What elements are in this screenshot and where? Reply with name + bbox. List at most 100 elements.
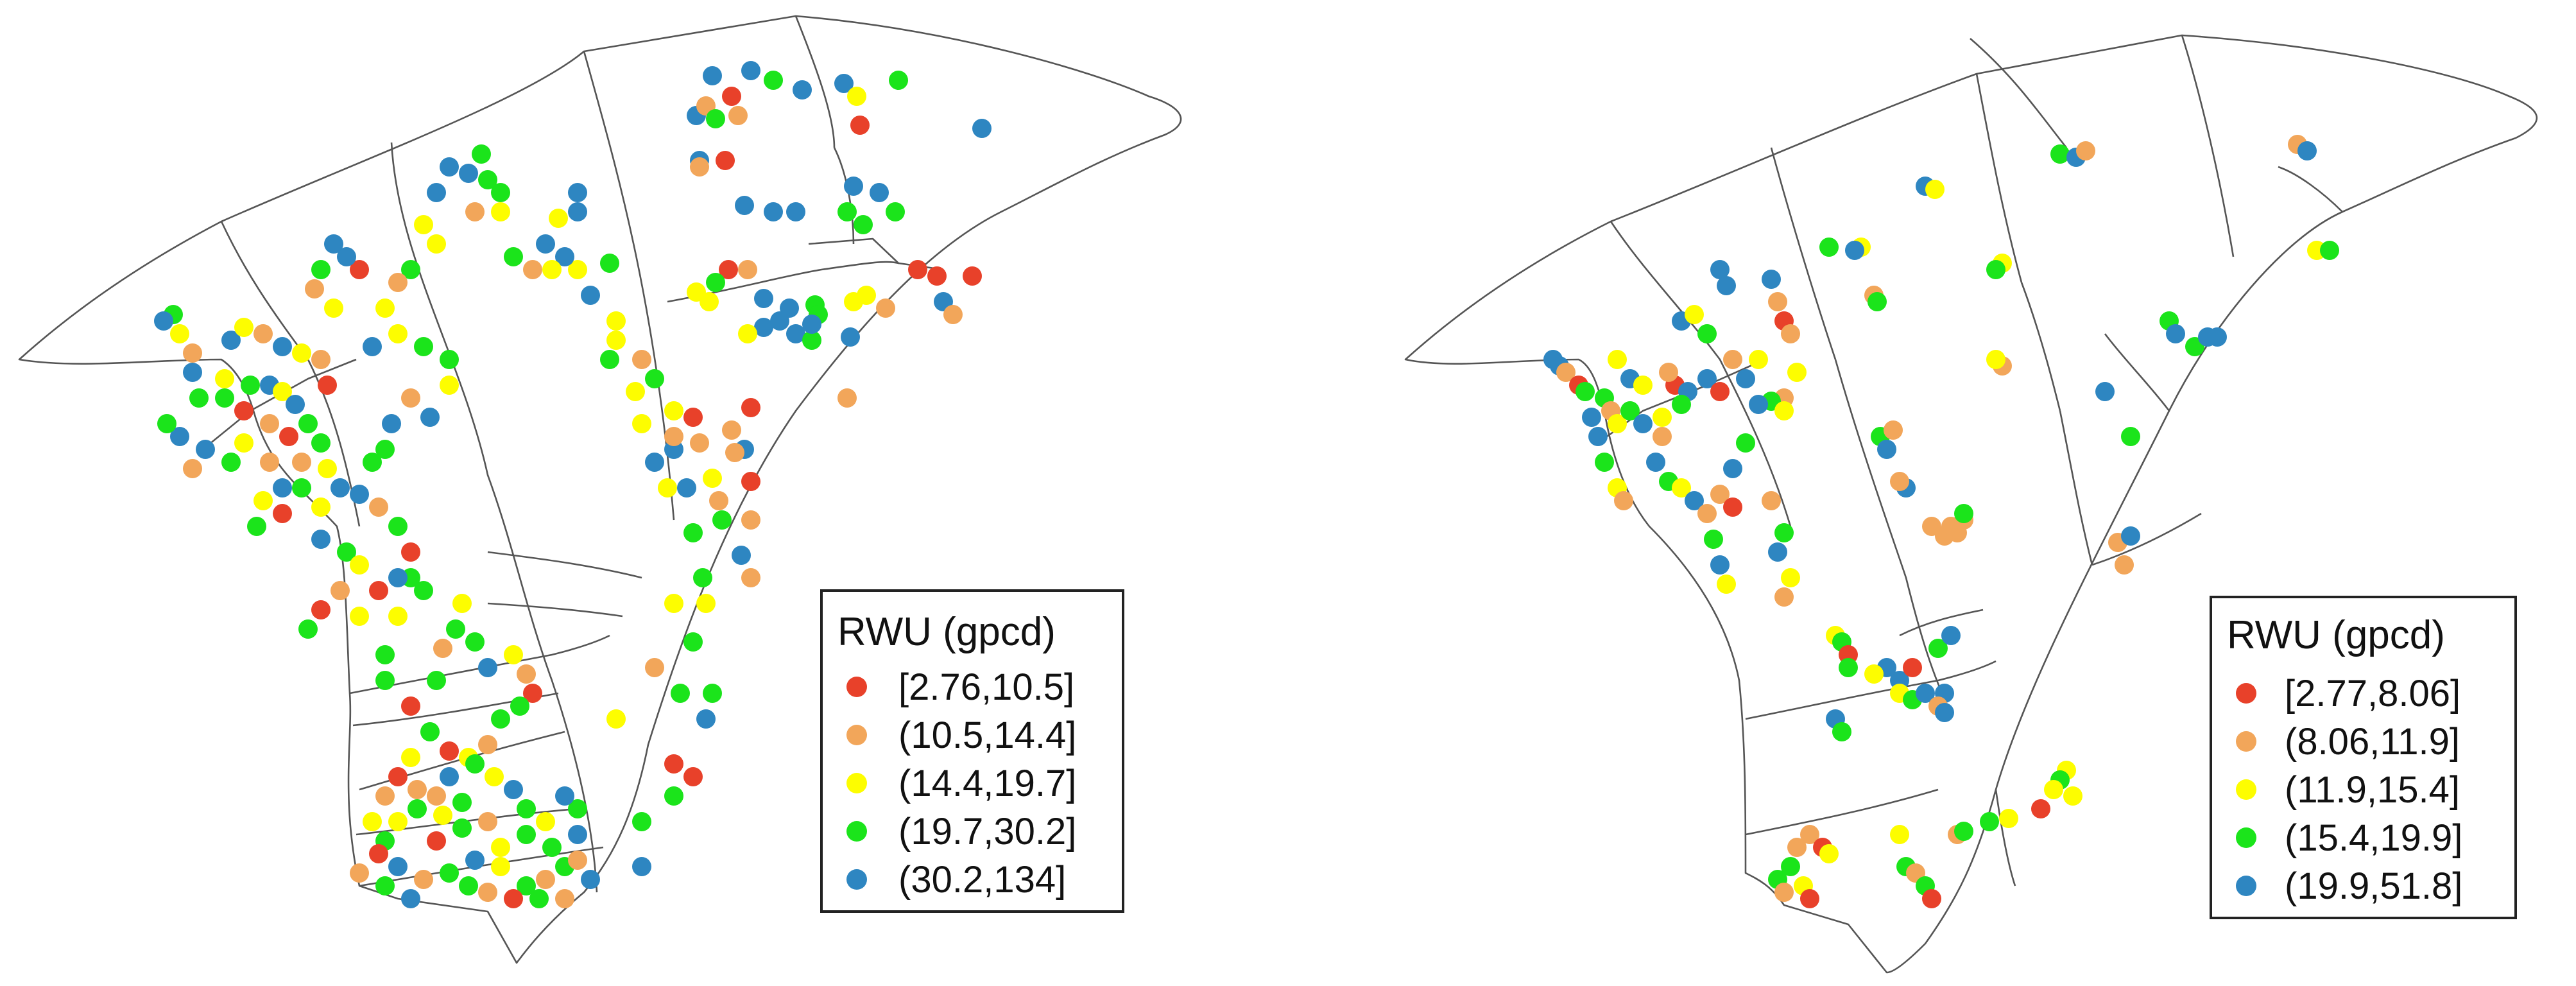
left-map-point	[170, 427, 189, 446]
left-map-point	[738, 260, 757, 279]
left-map-point	[517, 825, 536, 844]
left-map-point	[401, 696, 420, 716]
left-map-point	[600, 254, 619, 273]
left-map-point	[485, 767, 504, 786]
right-map-point	[1941, 626, 1961, 645]
left-map-point	[523, 260, 542, 279]
left-map-point	[286, 395, 305, 414]
left-map-point	[247, 517, 266, 536]
left-map-point	[369, 844, 388, 863]
left-map-point	[311, 260, 331, 279]
left-map-point	[725, 443, 744, 462]
left-map-point	[703, 66, 722, 85]
left-map-point	[363, 453, 382, 472]
left-map-point	[728, 106, 748, 125]
left-legend: RWU (gpcd) [2.76,10.5] (10.5,14.4] (14.4…	[820, 589, 1124, 913]
left-map-point	[170, 324, 189, 343]
left-map-point	[664, 754, 683, 774]
left-map-point	[234, 318, 253, 337]
right-map-point	[1717, 575, 1736, 594]
left-map-outline	[18, 15, 1182, 964]
left-map-point	[793, 80, 812, 99]
left-map-point	[279, 427, 298, 446]
left-map-point	[786, 202, 805, 221]
left-map-point	[388, 812, 408, 831]
left-map-point	[388, 568, 408, 587]
left-map-point	[324, 298, 343, 318]
left-map-point	[433, 639, 452, 658]
left-map-point	[427, 183, 446, 202]
left-map-point	[408, 799, 427, 818]
left-map-point	[626, 382, 645, 401]
left-map-point	[517, 876, 536, 895]
right-map-point	[1935, 703, 1954, 722]
left-legend-swatch-3	[846, 773, 867, 793]
left-map-point	[632, 812, 651, 831]
left-map-point	[606, 311, 626, 331]
right-legend-label-4: (15.4,19.9]	[2285, 817, 2462, 859]
right-map-point	[1710, 555, 1730, 575]
left-map-point	[375, 298, 395, 318]
left-map-point	[504, 645, 523, 664]
left-map-point	[542, 838, 562, 857]
left-map-point	[568, 260, 587, 279]
left-map-point	[292, 478, 311, 497]
left-map-point	[802, 331, 821, 350]
left-map-point	[465, 754, 485, 774]
left-map-point	[632, 414, 651, 433]
left-map-point	[414, 581, 433, 600]
right-map-tract-lines	[1597, 35, 2343, 887]
right-map-point	[1832, 722, 1851, 741]
left-map-point	[427, 671, 446, 690]
left-map-point	[837, 388, 857, 408]
right-map-point	[1819, 238, 1839, 257]
left-map-point	[154, 311, 173, 331]
left-legend-frame	[820, 589, 1124, 913]
right-map-points	[1543, 135, 2339, 908]
left-map-point	[472, 144, 491, 164]
left-map-point	[324, 234, 343, 254]
left-legend-label-3: (14.4,19.7]	[898, 763, 1076, 804]
left-map-point	[350, 485, 369, 504]
left-map-point	[712, 510, 732, 530]
left-legend-label-4: (19.7,30.2]	[898, 811, 1076, 852]
right-map-point	[1659, 363, 1678, 382]
left-map-point	[770, 311, 789, 331]
left-map-point	[311, 433, 331, 453]
right-map-point	[1980, 812, 1999, 831]
right-map-point	[1781, 857, 1800, 876]
right-map-point	[1916, 684, 1935, 703]
left-map-point	[764, 202, 783, 221]
left-map-point	[433, 806, 452, 825]
right-legend-label-5: (19.9,51.8]	[2285, 865, 2462, 907]
right-map-point	[1723, 497, 1742, 517]
left-map-point	[157, 414, 176, 433]
left-legend-label-5: (30.2,134]	[898, 859, 1066, 901]
left-map-point	[664, 594, 683, 613]
right-map-point	[1762, 270, 1781, 289]
right-map-point	[1868, 292, 1887, 311]
right-map-point	[1608, 414, 1627, 433]
left-map-point	[764, 71, 783, 90]
right-map-point	[1839, 658, 1858, 677]
left-map-point	[382, 414, 401, 433]
right-map-point	[1576, 382, 1595, 401]
right-legend-label-1: [2.77,8.06]	[2285, 673, 2460, 714]
right-map-point	[1781, 568, 1800, 587]
right-map-point	[1928, 639, 1948, 658]
left-map-point	[369, 497, 388, 517]
right-map-point	[1922, 889, 1941, 908]
right-legend-label-3: (11.9,15.4]	[2285, 769, 2460, 811]
left-map-point	[741, 472, 760, 491]
right-map-point	[1774, 523, 1794, 542]
right-map-point	[1685, 491, 1704, 510]
left-legend-swatch-5	[846, 869, 867, 890]
left-map-point	[375, 786, 395, 806]
left-map-point	[677, 478, 696, 497]
right-map-point	[1774, 587, 1794, 607]
left-map-point	[369, 581, 388, 600]
right-legend-swatch-2	[2236, 731, 2256, 752]
right-legend-swatch-1	[2236, 683, 2256, 704]
left-map-point	[741, 510, 760, 530]
right-map-point	[1954, 504, 1973, 523]
